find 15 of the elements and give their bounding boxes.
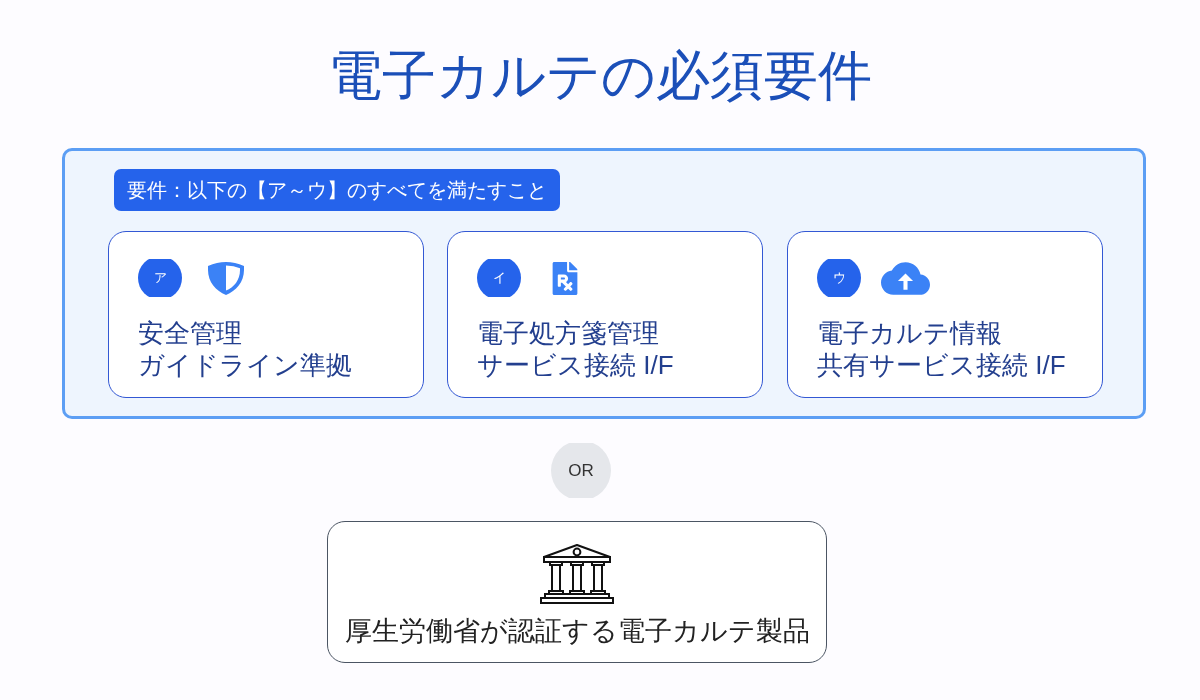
requirement-letter: ウ [817, 259, 861, 297]
requirement-card [787, 231, 1103, 398]
product-box [327, 521, 827, 663]
requirement-letter: ア [138, 259, 182, 297]
requirement-letter: イ [477, 259, 521, 297]
requirement-text: 安全管理ガイドライン準拠 [138, 317, 352, 381]
or-separator: OR [551, 443, 611, 498]
diagram-title: 電子カルテの必須要件 [328, 44, 872, 106]
requirement-heading: 要件：以下の【ア～ウ】のすべてを満たすこと [114, 169, 560, 211]
requirement-text: 電子処方箋管理サービス接続 I/F [477, 317, 674, 381]
requirements-panel [62, 148, 1146, 419]
requirement-card [108, 231, 424, 398]
requirement-card [447, 231, 763, 398]
requirement-text: 電子カルテ情報共有サービス接続 I/F [817, 317, 1066, 381]
product-text: 厚生労働省が認証する電子カルテ製品 [344, 615, 810, 648]
